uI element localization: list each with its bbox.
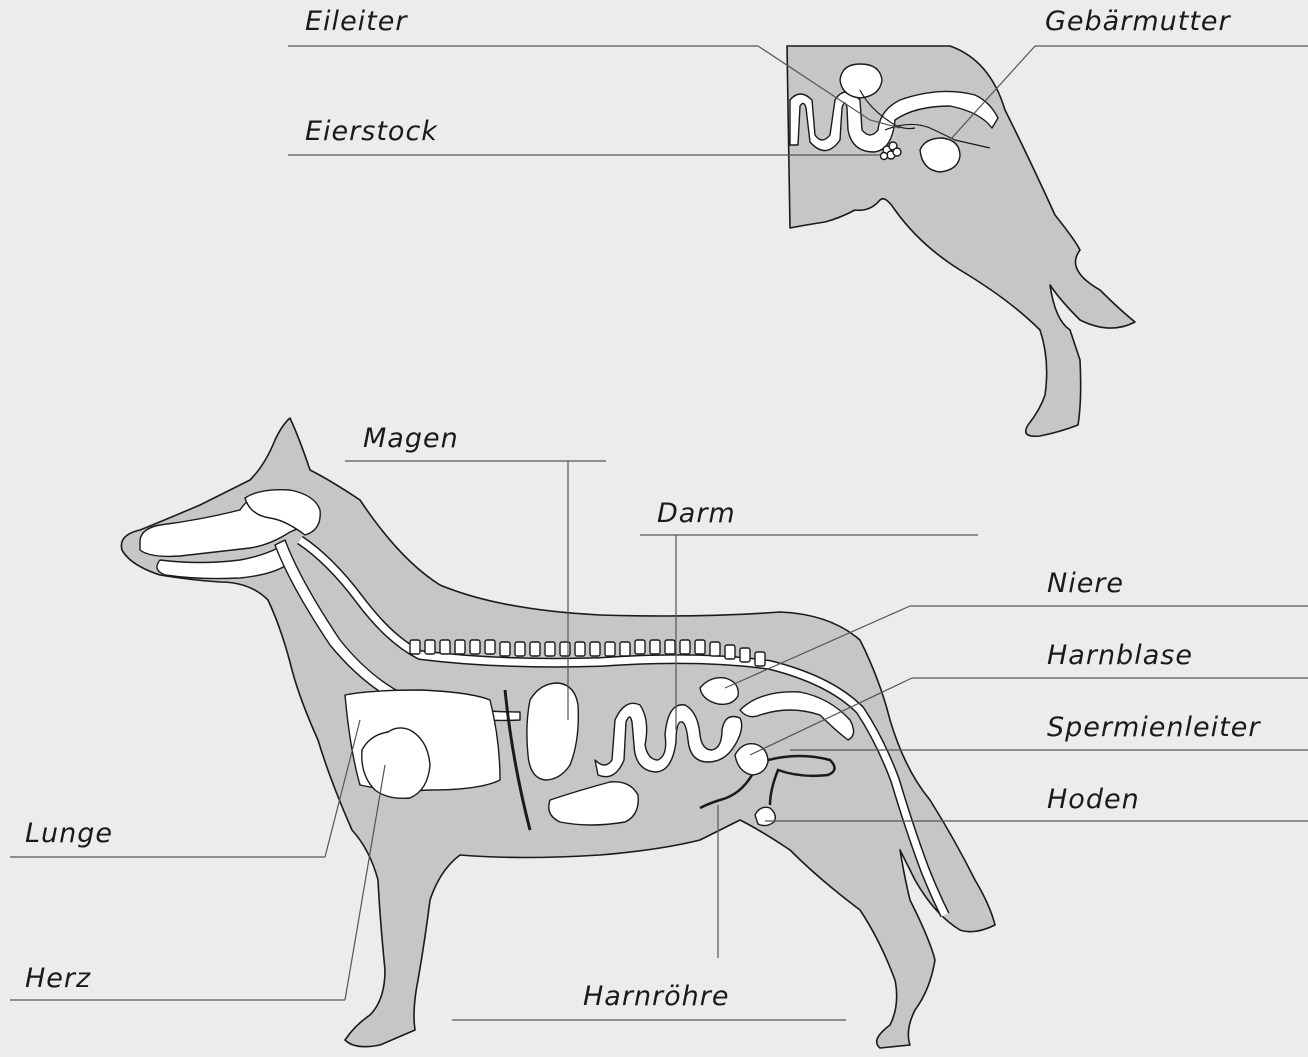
label-niere: Niere <box>1047 570 1124 597</box>
label-harnblase: Harnblase <box>1047 642 1193 669</box>
label-hoden: Hoden <box>1047 786 1140 813</box>
heart <box>362 728 430 798</box>
label-eierstock: Eierstock <box>305 118 438 145</box>
label-lunge: Lunge <box>25 820 113 847</box>
label-harnroehre: Harnröhre <box>583 983 730 1010</box>
label-darm: Darm <box>657 500 736 527</box>
label-eileiter: Eileiter <box>305 8 407 35</box>
label-herz: Herz <box>25 965 91 992</box>
label-magen: Magen <box>363 425 459 452</box>
testicle <box>755 807 775 825</box>
label-gebaermutter: Gebärmutter <box>1045 8 1231 35</box>
female-hindquarter-inset <box>787 46 1135 436</box>
male-dog <box>121 418 995 1048</box>
label-spermienleiter: Spermienleiter <box>1047 714 1260 741</box>
